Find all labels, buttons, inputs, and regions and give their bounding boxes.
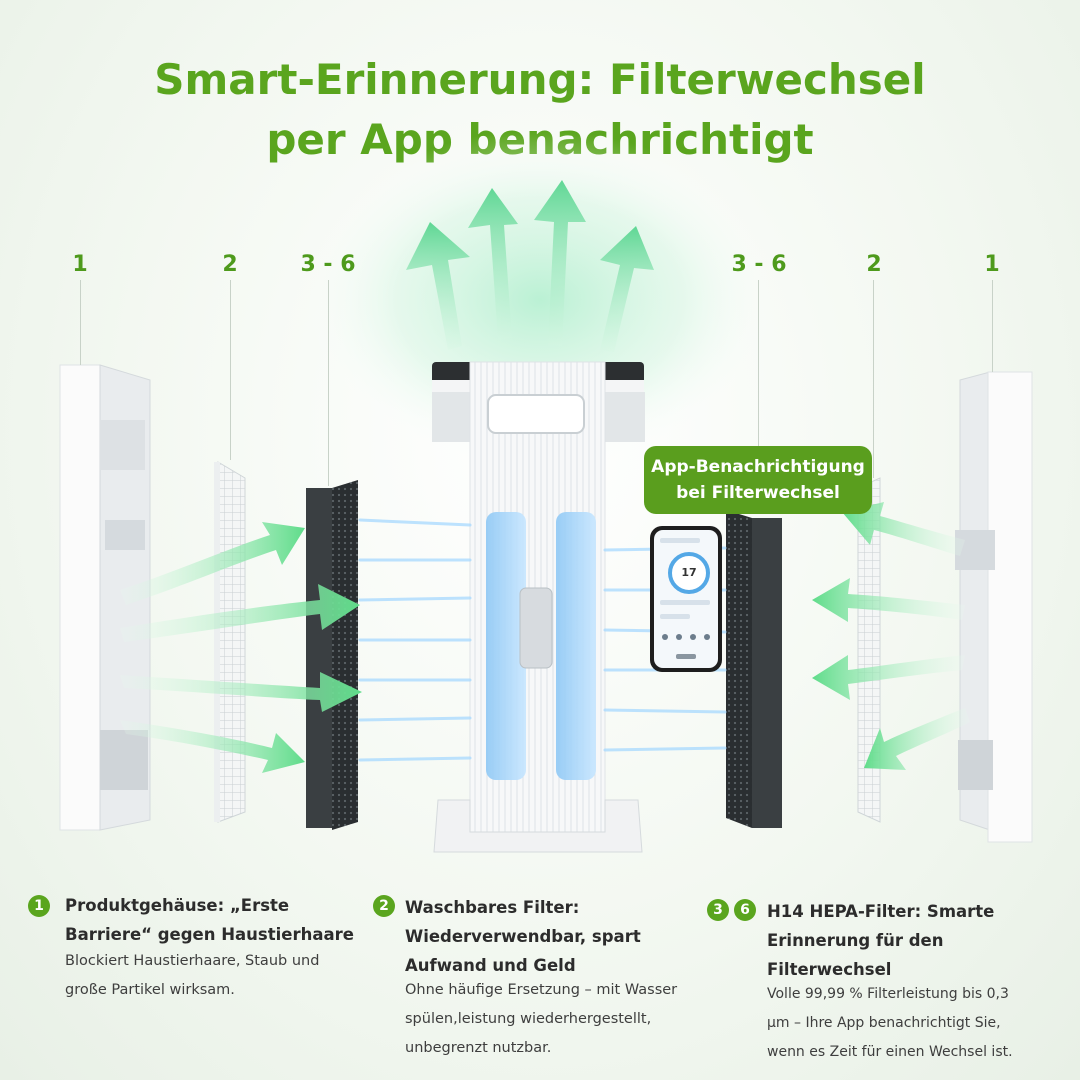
feature-3-desc-line-2: µm – Ihre App benachrichtigt Sie,: [767, 1015, 1001, 1031]
timer-icon: [676, 634, 682, 640]
feature-1-title: Produktgehäuse: „Erste Barriere“ gegen H…: [65, 891, 365, 949]
feature-3-title: H14 HEPA-Filter: Smarte Erinnerung für d…: [767, 897, 1067, 984]
layer-label-left-3-6: 3 - 6: [300, 252, 356, 277]
feature-3-desc-line-3: wenn es Zeit für einen Wechsel ist.: [767, 1044, 1013, 1060]
layer-label-right-2: 2: [866, 252, 882, 277]
leader-line-left-3-6: [328, 280, 329, 486]
feature-3-title-line-1: H14 HEPA-Filter: Smarte: [767, 902, 995, 921]
phone-info-bar: [660, 600, 710, 605]
feature-1-title-line-2: Barriere“ gegen Haustierhaare: [65, 925, 354, 944]
layer-label-left-2: 2: [222, 252, 238, 277]
mode-icon: [662, 634, 668, 640]
left-inflow-arrows: [120, 522, 362, 773]
callout-line-1: App-Benachrichtigung: [651, 457, 865, 477]
gauge-reading: 17: [681, 566, 697, 579]
leader-line-right-2: [873, 280, 874, 478]
phone-info-bar-2: [660, 614, 690, 619]
feature-2-badge: 2: [373, 895, 395, 917]
feature-1-desc-line-1: Blockiert Haustierhaare, Staub und: [65, 953, 320, 969]
feature-2-description: Ohne häufige Ersetzung – mit Wasser spül…: [405, 976, 715, 1063]
feature-2-desc-line-1: Ohne häufige Ersetzung – mit Wasser: [405, 982, 678, 998]
feature-2-desc-line-3: unbegrenzt nutzbar.: [405, 1040, 552, 1056]
feature-1-badge: 1: [28, 895, 50, 917]
callout-line-2: bei Filterwechsel: [676, 483, 840, 503]
leader-line-left-1: [80, 280, 81, 365]
layer-label-right-3-6: 3 - 6: [731, 252, 787, 277]
feature-6-badge: 6: [734, 899, 756, 921]
feature-3-title-line-2: Erinnerung für den: [767, 931, 944, 950]
feature-3-description: Volle 99,99 % Filterleistung bis 0,3 µm …: [767, 980, 1067, 1067]
airflow-up-arrows: [406, 180, 654, 352]
headline-line-1: Smart-Erinnerung: Filterwechsel: [154, 55, 926, 104]
exploded-purifier-illustration: [59, 130, 1033, 853]
feature-2-title-line-2: Wiederverwendbar, spart: [405, 927, 641, 946]
leader-line-right-3-6: [758, 280, 759, 446]
phone-header-bar: [660, 538, 700, 543]
layer-label-left-1: 1: [72, 252, 88, 277]
feature-3-badge: 3: [707, 899, 729, 921]
fan-icon: [690, 634, 696, 640]
leader-line-left-2: [230, 280, 231, 460]
left-washable-filter: [214, 461, 246, 823]
feature-2-title: Waschbares Filter: Wiederverwendbar, spa…: [405, 893, 705, 980]
feature-1-description: Blockiert Haustierhaare, Staub und große…: [65, 947, 365, 1005]
smartphone-app-screen: 17: [650, 526, 722, 672]
layer-label-right-1: 1: [984, 252, 1000, 277]
home-indicator: [676, 654, 696, 659]
feature-1-desc-line-2: große Partikel wirksam.: [65, 982, 235, 998]
feature-3-title-line-3: Filterwechsel: [767, 960, 892, 979]
feature-1-title-line-1: Produktgehäuse: „Erste: [65, 896, 290, 915]
purifier-core: [432, 361, 645, 853]
airflow-glow: [300, 130, 780, 470]
feature-2-desc-line-2: spülen,leistung wiederhergestellt,: [405, 1011, 652, 1027]
leader-line-right-1: [992, 280, 993, 372]
right-inflow-arrows: [812, 502, 970, 770]
air-quality-gauge: 17: [668, 552, 710, 594]
left-hepa-filter: [306, 480, 358, 830]
feature-2-title-line-1: Waschbares Filter:: [405, 898, 580, 917]
settings-icon: [704, 634, 710, 640]
feature-2-title-line-3: Aufwand und Geld: [405, 956, 576, 975]
feature-3-desc-line-1: Volle 99,99 % Filterleistung bis 0,3: [767, 986, 1009, 1002]
right-hepa-filter: [726, 510, 782, 828]
app-notification-callout: App-Benachrichtigung bei Filterwechsel: [644, 446, 872, 514]
right-washable-filter: [857, 477, 881, 823]
phone-display: 17: [654, 530, 718, 668]
right-housing-panel: [955, 371, 1033, 843]
